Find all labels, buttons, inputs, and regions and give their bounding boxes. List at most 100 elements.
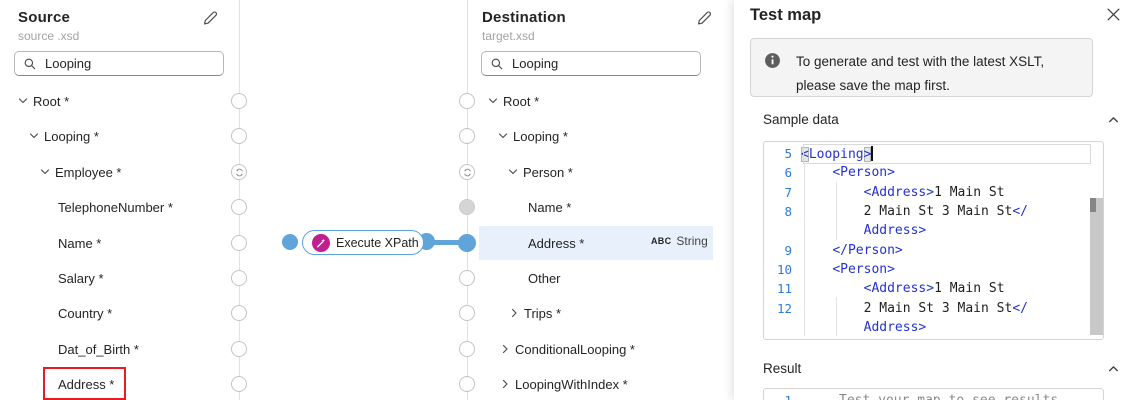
tree-item-label: Looping *	[44, 128, 99, 144]
sample-data-editor[interactable]: 5<Looping>6 <Person>7 <Address>1 Main St…	[763, 141, 1104, 340]
loop-connection-handle-person[interactable]	[459, 164, 475, 180]
code-line: 11 <Address>1 Main St	[764, 279, 1005, 298]
info-banner: To generate and test with the latest XSL…	[750, 38, 1093, 97]
connection-handle-conditionallooping[interactable]	[459, 341, 475, 357]
line-number: 13	[764, 339, 801, 340]
chevron-right-icon[interactable]	[508, 307, 520, 319]
function-node-label: Execute XPath	[336, 235, 419, 250]
code-line: Address>	[863, 223, 927, 239]
chevron-right-icon[interactable]	[499, 378, 511, 390]
code-line: 5<Looping>	[764, 144, 873, 163]
destination-tree-item-trips[interactable]: Trips *	[508, 300, 561, 326]
line-number: 10	[776, 261, 792, 277]
source-tree-item-address[interactable]: Address *	[58, 371, 114, 397]
source-panel-title: Source	[18, 9, 71, 26]
editor-overview-mark	[1090, 198, 1096, 212]
function-input-handle[interactable]	[282, 234, 298, 250]
connection-handle-name[interactable]	[231, 235, 247, 251]
source-tree-item-telephonenumber[interactable]: TelephoneNumber *	[58, 194, 173, 220]
destination-search-input[interactable]	[512, 56, 692, 71]
tree-item-label: LoopingWithIndex *	[515, 376, 628, 392]
result-editor[interactable]: 1 Test your map to see results	[763, 388, 1104, 400]
close-icon	[1106, 7, 1121, 25]
destination-tree-item-name[interactable]: Name *	[528, 194, 571, 220]
destination-tree-item-root[interactable]: Root *	[487, 88, 539, 114]
source-tree-item-looping[interactable]: Looping *	[28, 123, 99, 149]
result-placeholder: Test your map to see results	[801, 393, 1058, 400]
pencil-icon	[696, 10, 712, 29]
destination-tree-item-person[interactable]: Person *	[507, 159, 573, 185]
result-collapse-button[interactable]	[1105, 360, 1122, 380]
tree-item-label: Name *	[58, 235, 102, 251]
connection-handle-looping[interactable]	[459, 128, 475, 144]
connection-handle-looping[interactable]	[231, 128, 247, 144]
code-line: 12 2 Main St 3 Main St</	[764, 298, 1028, 317]
source-tree-item-employee[interactable]: Employee *	[39, 159, 121, 185]
source-tree-item-root[interactable]: Root *	[17, 88, 69, 114]
text-cursor	[871, 145, 873, 161]
chevron-down-icon[interactable]	[39, 166, 51, 178]
result-line-number: 1	[764, 393, 801, 400]
source-tree-item-name[interactable]: Name *	[58, 230, 101, 256]
destination-tree-item-address[interactable]: Address *	[528, 230, 584, 256]
destination-tree-item-loopingwithindex[interactable]: LoopingWithIndex *	[499, 371, 628, 397]
connection-handle-salary[interactable]	[231, 270, 247, 286]
test-map-panel: Test map To generate and test with the l…	[734, 0, 1130, 400]
sample-data-collapse-button[interactable]	[1105, 111, 1122, 131]
destination-edit-button[interactable]	[694, 8, 714, 31]
close-button[interactable]	[1104, 5, 1123, 27]
destination-panel-title: Destination	[482, 9, 566, 26]
line-number: 9	[784, 242, 792, 258]
connection-handle-trips[interactable]	[459, 305, 475, 321]
loop-connection-handle-employee[interactable]	[231, 164, 247, 180]
source-search-box[interactable]	[14, 51, 224, 76]
source-edit-button[interactable]	[200, 8, 220, 31]
code-line: Address>	[863, 319, 927, 335]
code-line: 6 <Person>	[764, 163, 894, 182]
source-tree-item-dat-of-birth[interactable]: Dat_of_Birth *	[58, 336, 139, 362]
editor-scrollbar-thumb[interactable]	[1090, 198, 1103, 335]
execute-xpath-function-node[interactable]: Execute XPath	[302, 230, 424, 255]
tree-item-label: Address *	[58, 376, 115, 392]
chevron-down-icon[interactable]	[28, 130, 40, 142]
connection-handle-loopingwithindex[interactable]	[459, 376, 475, 392]
connection-handle-root[interactable]	[231, 93, 247, 109]
tree-item-label: Name *	[528, 199, 572, 215]
test-map-title: Test map	[750, 6, 822, 24]
destination-search-box[interactable]	[481, 51, 701, 76]
tree-item-label: Person *	[523, 164, 573, 180]
tree-item-label: Salary *	[58, 270, 104, 286]
pencil-icon	[202, 10, 218, 29]
chevron-down-icon[interactable]	[17, 95, 29, 107]
code-line: 13	[764, 337, 801, 340]
sample-data-section-header: Sample data	[763, 112, 839, 127]
connection-handle-dat-of-birth[interactable]	[231, 341, 247, 357]
connection-handle-name[interactable]	[459, 199, 475, 215]
destination-tree-item-looping[interactable]: Looping *	[497, 123, 568, 149]
connection-handle-country[interactable]	[231, 305, 247, 321]
source-tree-item-country[interactable]: Country *	[58, 300, 112, 326]
chevron-down-icon[interactable]	[497, 130, 509, 142]
connection-handle-address[interactable]	[458, 234, 476, 252]
connection-handle-root[interactable]	[459, 93, 475, 109]
tree-item-label: ConditionalLooping *	[515, 341, 635, 357]
code-line: 7 <Address>1 Main St	[764, 183, 1004, 202]
source-tree-item-salary[interactable]: Salary *	[58, 265, 104, 291]
chevron-down-icon[interactable]	[487, 95, 499, 107]
tree-item-label: Address *	[528, 235, 585, 251]
tree-item-label: TelephoneNumber *	[58, 199, 173, 215]
chevron-right-icon[interactable]	[499, 343, 511, 355]
destination-tree-item-other[interactable]: Other	[528, 265, 561, 291]
connection-handle-other[interactable]	[459, 270, 475, 286]
connection-handle-telephonenumber[interactable]	[231, 199, 247, 215]
connection-handle-address[interactable]	[231, 376, 247, 392]
tree-item-label: Trips *	[524, 305, 562, 321]
source-panel-subtitle: source .xsd	[18, 29, 80, 43]
info-icon	[764, 52, 781, 74]
destination-tree-item-conditionallooping[interactable]: ConditionalLooping *	[499, 336, 635, 362]
line-number: 7	[784, 184, 792, 200]
source-search-input[interactable]	[45, 56, 215, 71]
chevron-down-icon[interactable]	[507, 166, 519, 178]
abc-icon: ABC	[651, 236, 672, 246]
